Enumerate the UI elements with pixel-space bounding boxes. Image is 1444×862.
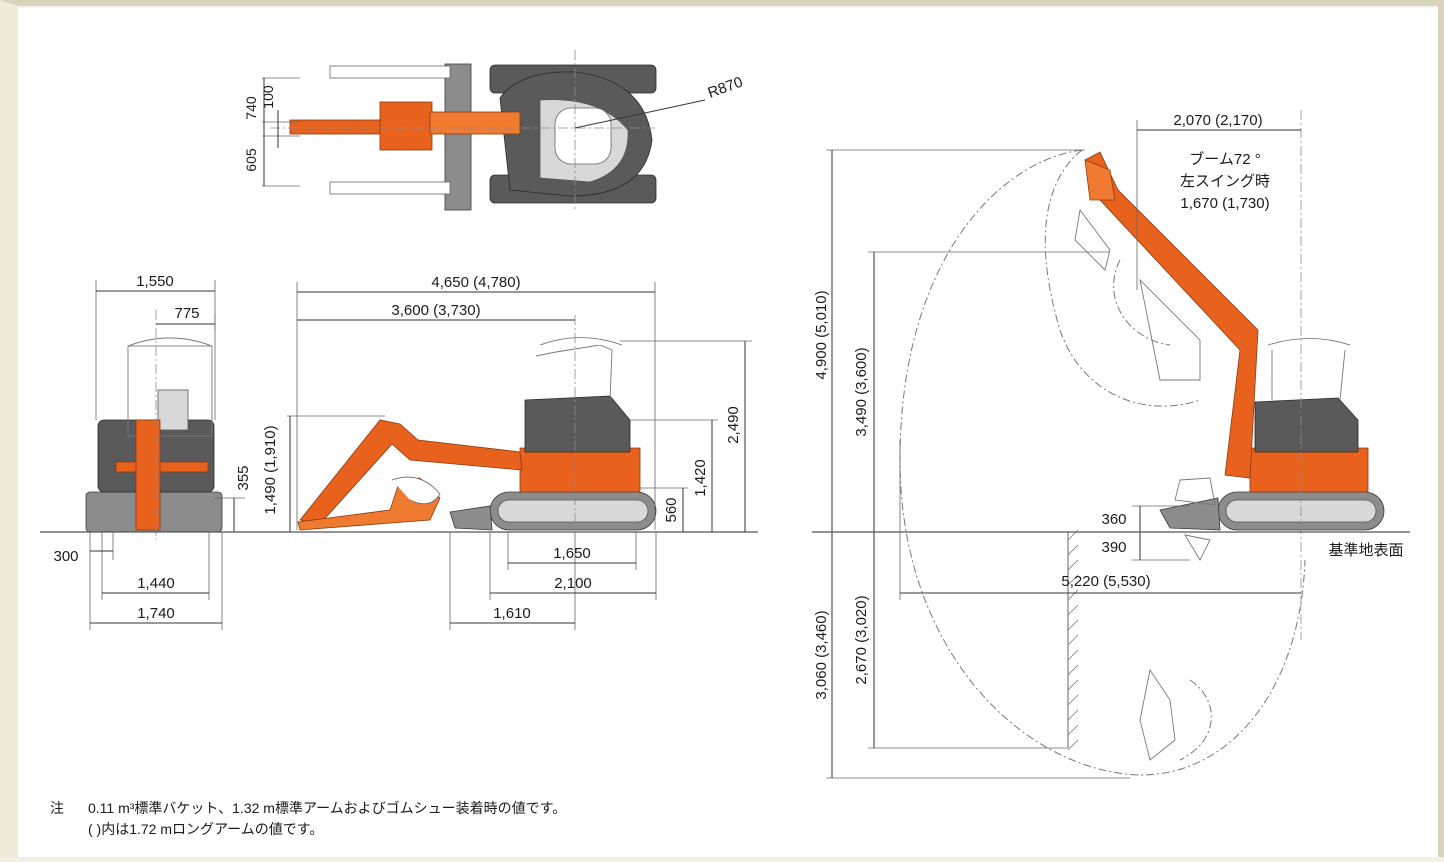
front-orange-band bbox=[115, 461, 209, 473]
r870-label: R870 bbox=[706, 74, 746, 102]
dim-560: 560 bbox=[663, 497, 680, 522]
range-canopy-roof bbox=[1267, 338, 1351, 346]
dim-605: 605 bbox=[243, 148, 259, 172]
side-track-inner bbox=[497, 499, 649, 523]
front-canopy bbox=[127, 345, 213, 437]
side-boom bbox=[299, 419, 523, 525]
dim-5220: 5,220 (5,530) bbox=[1061, 573, 1150, 590]
reach-envelope-outer bbox=[899, 149, 1306, 776]
wall-hatching bbox=[1067, 529, 1079, 751]
range-arm-ghost bbox=[1139, 278, 1201, 381]
top-boom-cylinder bbox=[379, 101, 433, 151]
dim-2670: 2,670 (3,020) bbox=[853, 595, 870, 684]
dim-1550: 1,550 bbox=[136, 273, 174, 290]
dim-1420: 1,420 bbox=[692, 459, 709, 497]
note-mark: 注 bbox=[50, 800, 64, 816]
dim-775: 775 bbox=[174, 305, 199, 322]
range-bucket-raised bbox=[1084, 159, 1116, 201]
top-arm bbox=[289, 119, 391, 135]
note-line1: 0.11 m³標準バケット、1.32 m標準アームおよびゴムシュー装着時の値です… bbox=[88, 800, 567, 816]
dim-300: 300 bbox=[53, 548, 78, 565]
top-view: R870 740 100 605 bbox=[243, 50, 746, 211]
dim-100: 100 bbox=[260, 85, 276, 109]
top-boom bbox=[429, 111, 521, 135]
dim-3490: 3,490 (3,600) bbox=[853, 347, 870, 436]
dim-3060: 3,060 (3,460) bbox=[813, 610, 830, 699]
side-blade bbox=[449, 505, 493, 531]
dim-355: 355 bbox=[235, 465, 252, 490]
dimension-drawing: R870 740 100 605 1,550 775 355 bbox=[40, 50, 1410, 779]
swing-line2: 左スイング時 bbox=[1180, 173, 1270, 190]
dim-3600: 3,600 (3,730) bbox=[391, 302, 480, 319]
range-body-upper bbox=[1254, 397, 1359, 453]
side-body-upper bbox=[524, 395, 631, 453]
side-view: 4,650 (4,780) 3,600 (3,730) 1,490 (1,910… bbox=[262, 274, 752, 630]
dim-1490: 1,490 (1,910) bbox=[262, 425, 279, 514]
dim-1650: 1,650 bbox=[553, 545, 591, 562]
side-canopy-roof bbox=[539, 337, 623, 346]
side-bucket bbox=[391, 476, 441, 505]
r870-leader bbox=[574, 99, 706, 129]
dim-2100: 2,100 bbox=[554, 575, 592, 592]
working-range-view: 2,070 (2,170) ブーム72 ° 左スイング時 1,670 (1,73… bbox=[813, 110, 1404, 779]
dim-1440: 1,440 bbox=[137, 575, 175, 592]
swing-line1: ブーム72 ° bbox=[1189, 150, 1260, 168]
side-canopy bbox=[535, 344, 613, 401]
reach-envelope-inner bbox=[1044, 149, 1201, 407]
range-arm-lowered bbox=[1139, 668, 1176, 761]
top-blade-arm-lower bbox=[329, 181, 451, 195]
footnote: 注 0.11 m³標準バケット、1.32 m標準アームおよびゴムシュー装着時の値で… bbox=[50, 798, 566, 840]
dim-2070: 2,070 (2,170) bbox=[1173, 112, 1262, 129]
dim-390: 390 bbox=[1101, 539, 1126, 556]
dim-2490: 2,490 bbox=[725, 406, 742, 444]
dim-1610: 1,610 bbox=[493, 605, 531, 622]
front-view: 1,550 775 355 300 1,440 1,740 bbox=[53, 273, 252, 630]
diagram-panel: R870 740 100 605 1,550 775 355 bbox=[18, 8, 1438, 857]
dim-4650: 4,650 (4,780) bbox=[431, 274, 520, 291]
ground-label: 基準地表面 bbox=[1328, 542, 1403, 559]
note-line2: ( )内は1.72 mロングアームの値です。 bbox=[88, 821, 324, 837]
range-blade bbox=[1159, 497, 1221, 531]
dim-4900: 4,900 (5,010) bbox=[813, 290, 830, 379]
side-body-orange bbox=[519, 447, 641, 493]
swing-line3: 1,670 (1,730) bbox=[1180, 195, 1269, 212]
dim-1740: 1,740 bbox=[137, 605, 175, 622]
dim-740: 740 bbox=[243, 96, 259, 120]
top-seat bbox=[554, 107, 612, 165]
front-seat bbox=[157, 389, 189, 431]
dim-360: 360 bbox=[1101, 511, 1126, 528]
top-blade-arm-upper bbox=[329, 65, 451, 79]
range-body-orange bbox=[1249, 447, 1369, 493]
